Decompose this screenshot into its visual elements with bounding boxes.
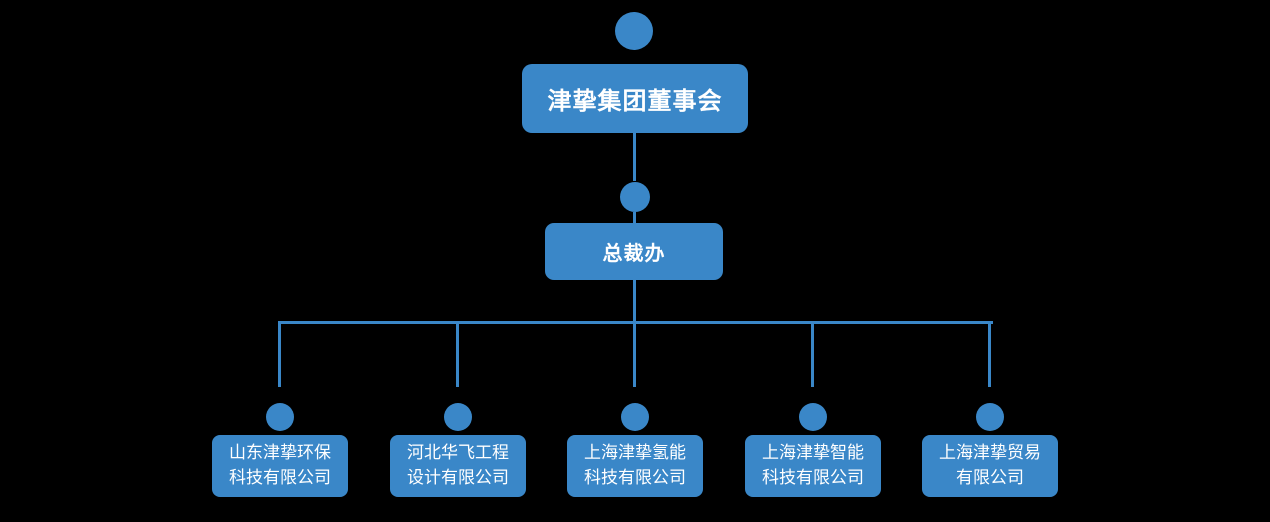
org-node-board-label: 津挚集团董事会: [547, 87, 723, 115]
connector-drop-3: [633, 321, 636, 387]
subsidiary-label-line1: 上海津挚智能: [762, 443, 864, 463]
connector-drop-4: [811, 321, 814, 387]
subsidiary-label-line2: 科技有限公司: [584, 468, 686, 488]
subsidiary-label-line2: 有限公司: [956, 468, 1024, 488]
subsidiary-label-line1: 山东津挚环保: [229, 443, 331, 463]
subsidiary-label-line1: 河北华飞工程: [407, 443, 509, 463]
connector-drop-5: [988, 321, 991, 387]
org-node-subsidiary-shanghai-qingneng: 上海津挚氢能 科技有限公司: [567, 435, 703, 497]
connector-midbox-to-branch: [633, 280, 636, 324]
subsidiary-label-line1: 上海津挚贸易: [939, 443, 1041, 463]
connector-drop-1: [278, 321, 281, 387]
mid-node-circle: [620, 182, 650, 212]
org-node-subsidiary-shanghai-maoyi: 上海津挚贸易 有限公司: [922, 435, 1058, 497]
org-node-subsidiary-shandong-huanbao: 山东津挚环保 科技有限公司: [212, 435, 348, 497]
child-node-circle-4: [799, 403, 827, 431]
root-node-circle: [615, 12, 653, 50]
child-node-circle-1: [266, 403, 294, 431]
org-node-subsidiary-shanghai-zhineng: 上海津挚智能 科技有限公司: [745, 435, 881, 497]
child-node-circle-5: [976, 403, 1004, 431]
org-node-president-office-label: 总裁办: [602, 241, 666, 265]
org-node-board: 津挚集团董事会: [522, 64, 748, 133]
subsidiary-label-line2: 科技有限公司: [229, 468, 331, 488]
org-node-subsidiary-hebei-huafei: 河北华飞工程 设计有限公司: [390, 435, 526, 497]
child-node-circle-3: [621, 403, 649, 431]
subsidiary-label-line2: 设计有限公司: [407, 468, 509, 488]
subsidiary-label-line2: 科技有限公司: [762, 468, 864, 488]
org-node-president-office: 总裁办: [545, 223, 723, 280]
subsidiary-label-line1: 上海津挚氢能: [584, 443, 686, 463]
connector-circle-to-midbox: [633, 212, 636, 223]
connector-root-to-mid: [633, 133, 636, 181]
branch-horizontal-line: [279, 321, 993, 324]
child-node-circle-2: [444, 403, 472, 431]
connector-drop-2: [456, 321, 459, 387]
